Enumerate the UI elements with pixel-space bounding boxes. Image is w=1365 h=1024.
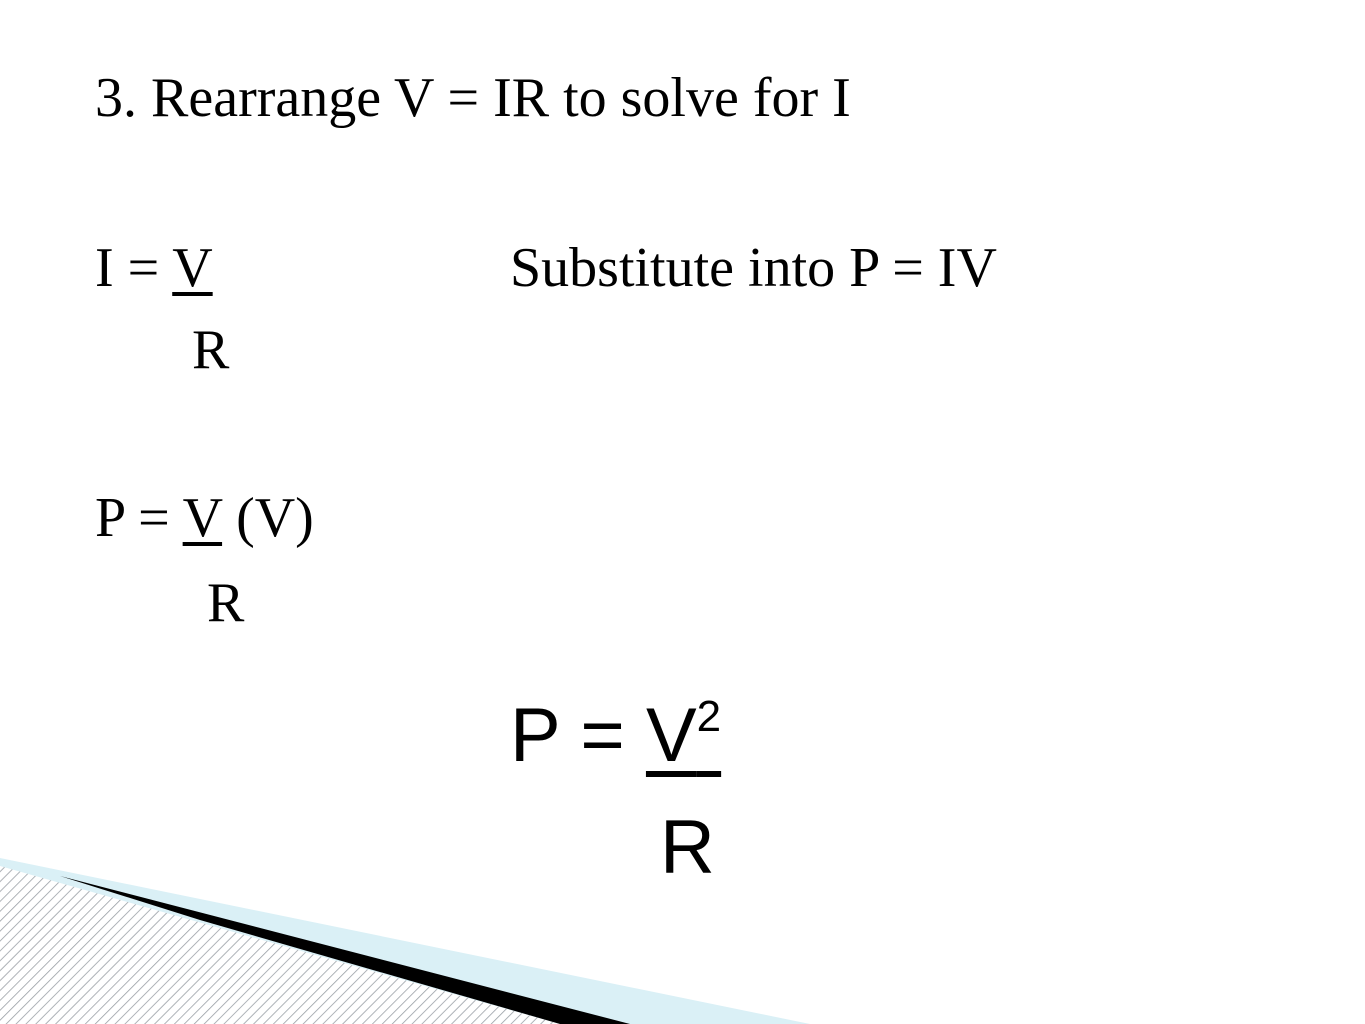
light-blue-stripe <box>0 858 810 1024</box>
equation-current-numerator: V <box>172 237 213 299</box>
equation-current-lhs: I = <box>95 237 173 299</box>
hatched-wedge <box>0 862 610 1024</box>
equation-substituted: P = V (V) <box>95 490 314 546</box>
equation-substituted-denominator: R <box>207 572 245 634</box>
equation-substituted-numerator: V <box>182 487 223 549</box>
equation-result: P = V2 <box>510 695 721 774</box>
slide-heading: 3. Rearrange V = IR to solve for I <box>95 67 851 129</box>
black-stripe <box>60 876 630 1024</box>
equation-current-denominator: R <box>192 319 230 381</box>
equation-substituted-lhs: P = <box>95 487 183 549</box>
equation-result-lhs: P = <box>510 693 646 778</box>
equation-result-numerator: V2 <box>645 692 722 778</box>
substitution-instruction: Substitute into P = IV <box>510 237 997 299</box>
equation-result-exponent: 2 <box>696 692 722 741</box>
equation-substituted-rest: (V) <box>222 487 314 549</box>
equation-current: I = V <box>95 240 213 296</box>
equation-result-denominator: R <box>660 805 715 890</box>
